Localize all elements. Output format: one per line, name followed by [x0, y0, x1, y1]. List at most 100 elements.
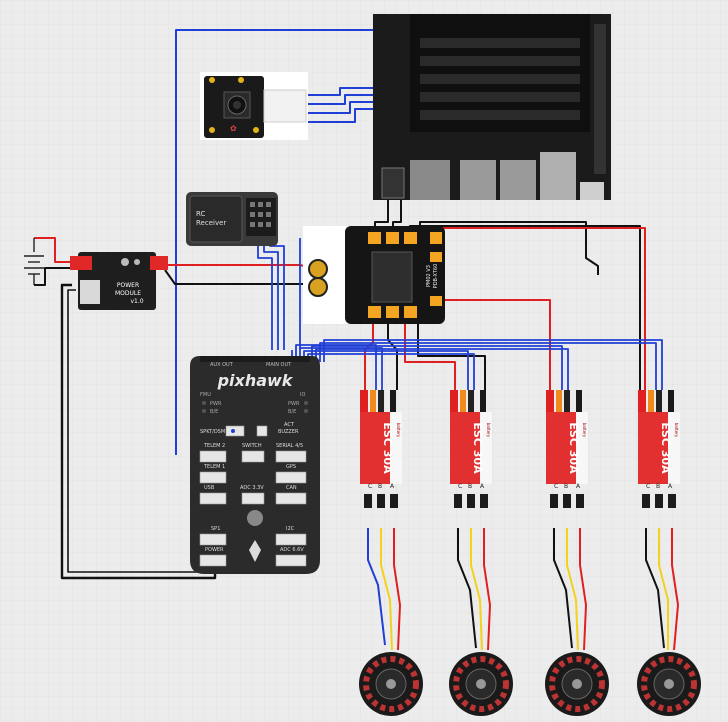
svg-text:C: C: [554, 483, 558, 490]
svg-text:FMU: FMU: [200, 392, 211, 398]
power-module[interactable]: POWER MODULE v1.0: [70, 252, 168, 310]
pm-label-3: v1.0: [130, 298, 143, 305]
signal-esc3-b: [315, 348, 569, 390]
motor-2: [449, 652, 513, 716]
signal-esc4: [319, 342, 657, 390]
motor-3: [545, 652, 609, 716]
port-usb: USB: [204, 485, 215, 491]
esc-4-title: ESC 30A: [659, 422, 672, 474]
port-adc66: ADC 6.6V: [280, 547, 304, 553]
rc-label-1: RC: [196, 210, 206, 218]
rc-receiver[interactable]: RC Receiver: [186, 192, 278, 246]
motor-4: [637, 652, 701, 716]
pdb-label: PM02 V3: [426, 265, 432, 287]
port-telem2: TELEM 2: [203, 443, 225, 449]
rc-label-2: Receiver: [196, 219, 226, 227]
port-buzzer: BUZZER: [278, 429, 299, 435]
camera-wire-4: [303, 108, 378, 123]
pdb-bat-pad-minus: [308, 277, 328, 297]
camera-logo-icon: ✿: [230, 124, 237, 133]
port-power: POWER: [205, 547, 224, 553]
port-i2c: I2C: [286, 526, 295, 532]
svg-text:B: B: [468, 483, 472, 490]
pixhawk-flight-controller[interactable]: AUX OUT MAIN OUT pixhawk FMU PWR B/E IO …: [190, 356, 320, 574]
pdb-extra-black: [419, 221, 599, 275]
port-switch: SWITCH: [242, 443, 262, 449]
pixhawk-main-out-label: MAIN OUT: [266, 362, 292, 368]
camera-module[interactable]: ✿: [200, 72, 308, 140]
svg-text:B: B: [656, 483, 660, 490]
jetson-gpio-header: [594, 24, 606, 174]
signal-esc1-a: [295, 344, 377, 390]
esc-2[interactable]: ESC 30A battery C B A: [450, 390, 492, 508]
svg-text:B/E: B/E: [288, 409, 296, 415]
port-adc33: ADC 3.3V: [240, 485, 264, 491]
camera-wire-1: [303, 87, 378, 96]
pixhawk-leds: FMU PWR B/E IO PWR B/E: [200, 392, 308, 415]
svg-text:B: B: [564, 483, 568, 490]
svg-text:PWR: PWR: [288, 401, 300, 407]
signal-esc1-b: [299, 347, 383, 390]
rc-wire-1: [257, 238, 273, 350]
blue-wire-telem-to-jetson: [175, 29, 405, 455]
port-sp1: SP1: [211, 526, 220, 532]
port-act: ACT: [284, 422, 295, 428]
pdb-esc2-black: [417, 318, 486, 390]
pixhawk-button: [247, 510, 263, 526]
battery-black-wire: [34, 267, 70, 286]
black-wire-pm-aux: [67, 289, 208, 573]
pixhawk-logo: pixhawk: [217, 371, 294, 390]
svg-text:A: A: [480, 483, 485, 490]
port-gps: GPS: [286, 464, 296, 470]
battery-symbol: [24, 238, 44, 285]
pm-connector: [80, 280, 100, 304]
svg-text:battery: battery: [674, 423, 679, 438]
esc-1-title: ESC 30A: [381, 422, 394, 474]
svg-text:C: C: [458, 483, 462, 490]
svg-text:A: A: [668, 483, 673, 490]
pm-xt60-out: [150, 256, 168, 270]
esc-4[interactable]: ESC 30A battery C B A: [638, 390, 680, 508]
port-spkt: SPKT/DSM: [200, 429, 225, 435]
pdb-esc3-red: [440, 299, 551, 390]
svg-text:battery: battery: [582, 423, 587, 438]
svg-text:battery: battery: [486, 423, 491, 438]
jetson-ethernet: [540, 152, 576, 200]
svg-text:A: A: [576, 483, 581, 490]
svg-text:PWR: PWR: [210, 401, 222, 407]
jetson-power-jack: [580, 182, 604, 200]
jetson-usb-2: [460, 160, 496, 200]
svg-text:B: B: [378, 483, 382, 490]
power-distribution-board[interactable]: PM02 V3 PDB-XT60: [303, 226, 445, 324]
pdb-bat-pad-plus: [308, 259, 328, 279]
svg-text:C: C: [646, 483, 650, 490]
esc-1[interactable]: ESC 30A battery C B A: [360, 390, 402, 508]
pm-label-1: POWER: [117, 282, 139, 289]
svg-text:B/E: B/E: [210, 409, 218, 415]
esc-3[interactable]: ESC 30A battery C B A: [546, 390, 588, 508]
jetson-usb-1: [410, 160, 450, 200]
svg-text:C: C: [368, 483, 372, 490]
signal-esc3: [311, 345, 563, 390]
jetson-power-header: [381, 167, 405, 199]
jetson-board[interactable]: [373, 14, 611, 200]
pixhawk-aux-out-label: AUX OUT: [210, 362, 234, 368]
svg-text:IO: IO: [300, 392, 305, 398]
esc-group: ESC 30A battery C B A ESC 30A battery C …: [359, 390, 701, 716]
pixhawk-arrow-icon: [249, 540, 261, 562]
pdb-label-2: PDB-XT60: [433, 264, 439, 289]
svg-text:A: A: [390, 483, 395, 490]
signal-esc4-b: [323, 339, 663, 390]
svg-text:battery: battery: [396, 423, 401, 438]
pdb-esc1-black: [387, 318, 398, 390]
port-serial: SERIAL 4/5: [276, 443, 303, 449]
port-can: CAN: [286, 485, 297, 491]
motor-1: [359, 652, 423, 716]
pdb-connectors: [368, 232, 442, 318]
pm-label-2: MODULE: [115, 290, 141, 297]
esc-3-title: ESC 30A: [567, 422, 580, 474]
jetson-usb-3: [500, 160, 536, 200]
battery-red-wire: [34, 237, 70, 263]
camera-wire-2: [303, 94, 378, 105]
